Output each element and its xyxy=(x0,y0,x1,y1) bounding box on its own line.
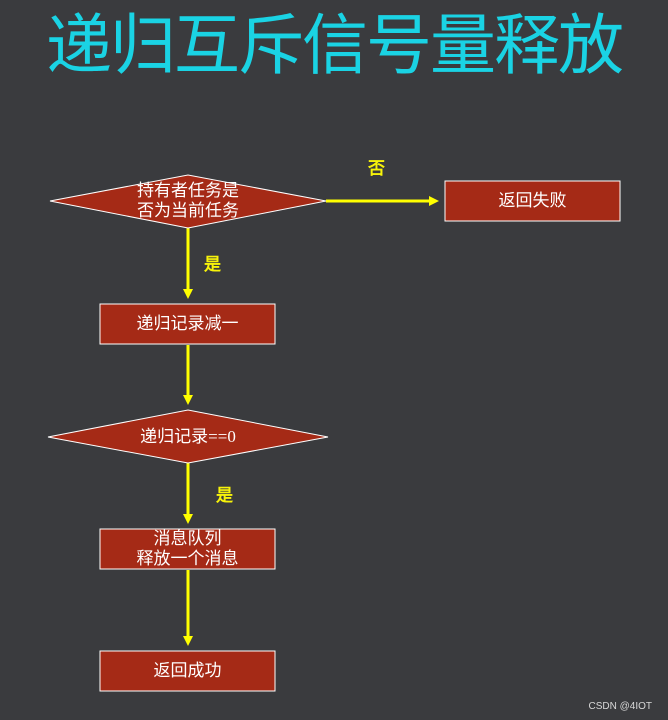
decision-owner-line2: 否为当前任务 xyxy=(137,201,239,220)
decision-owner-label: 持有者任务是 否为当前任务 xyxy=(88,181,288,221)
edge-label-yes-2: 是 xyxy=(216,486,233,505)
decision-owner-diamond xyxy=(49,174,327,229)
return-fail-box xyxy=(444,180,621,222)
return-success-label: 返回成功 xyxy=(153,661,222,680)
watermark: CSDN @4IOT xyxy=(588,701,653,712)
decision-owner-line1: 持有者任务是 xyxy=(137,181,239,200)
release-line2: 释放一个消息 xyxy=(136,549,239,568)
page-title: 递归互斥信号量释放 xyxy=(46,7,624,84)
release-box xyxy=(99,528,276,570)
decision-zero-diamond xyxy=(47,409,329,464)
release-label: 消息队列 释放一个消息 xyxy=(100,529,275,569)
decision-zero-label: 递归记录==0 xyxy=(140,427,236,446)
return-fail-label: 返回失败 xyxy=(498,191,567,210)
decrement-label: 递归记录减一 xyxy=(136,314,239,333)
edge-label-no: 否 xyxy=(368,159,385,178)
edge-label-yes-1: 是 xyxy=(204,255,221,274)
decrement-box xyxy=(99,303,276,345)
release-line1: 消息队列 xyxy=(153,529,222,548)
return-success-box xyxy=(99,650,276,692)
